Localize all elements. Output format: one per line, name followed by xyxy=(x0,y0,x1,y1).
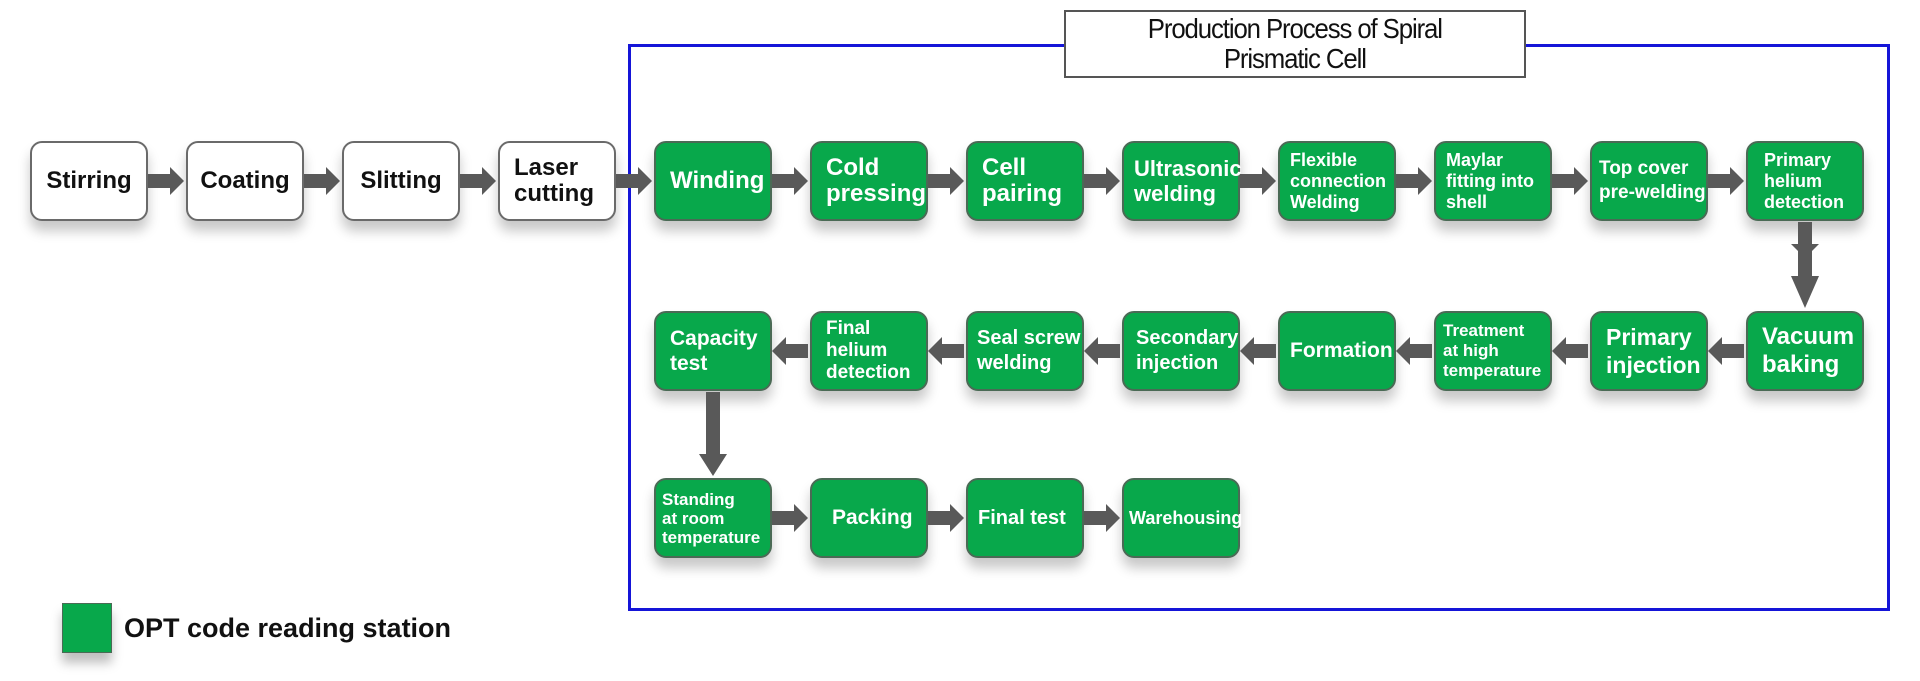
station-label: Flexible connection Welding xyxy=(1290,149,1387,212)
station-final-helium-detection: Final helium detection xyxy=(810,311,928,391)
station-top-cover-pre-welding: Top cover pre-welding xyxy=(1590,141,1708,221)
station-label: Seal screw welding xyxy=(977,327,1081,374)
station-label: Vacuum baking xyxy=(1762,323,1855,378)
step-stirring: Stirring xyxy=(30,141,148,221)
station-label: Secondary injection xyxy=(1136,327,1239,374)
legend-label: OPT code reading station xyxy=(124,613,452,643)
station-label: Standing at room temperature xyxy=(662,489,761,547)
station-label: Final test xyxy=(978,507,1066,529)
station-label: Capacity test xyxy=(670,327,758,375)
arrow-right-icon xyxy=(148,167,184,195)
diagram-title: Production Process of Spiral Prismatic C… xyxy=(1064,10,1526,78)
station-treatment-high-temperature: Treatment at high temperature xyxy=(1434,311,1552,391)
station-label: Primary injection xyxy=(1606,324,1701,378)
arrow-right-icon xyxy=(304,167,340,195)
station-ultrasonic-welding: Ultrasonic welding xyxy=(1122,141,1242,221)
step-slitting: Slitting xyxy=(342,141,460,221)
station-label: Cell pairing xyxy=(982,154,1063,207)
station-final-test: Final test xyxy=(966,478,1084,558)
station-warehousing: Warehousing xyxy=(1122,478,1243,558)
station-label: Treatment at high temperature xyxy=(1443,321,1542,380)
station-label: Final helium detection xyxy=(826,318,911,383)
step-label: Slitting xyxy=(360,167,442,194)
station-secondary-injection: Secondary injection xyxy=(1122,311,1240,391)
station-label: Primary helium detection xyxy=(1764,149,1845,212)
legend-green-square-icon xyxy=(62,603,112,653)
station-cell-pairing: Cell pairing xyxy=(966,141,1084,221)
station-primary-helium-detection: Primary helium detection xyxy=(1746,141,1864,221)
station-vacuum-baking: Vacuum baking xyxy=(1746,311,1864,391)
station-winding: Winding xyxy=(654,141,772,221)
station-primary-injection: Primary injection xyxy=(1590,311,1708,391)
station-label: Cold pressing xyxy=(826,154,927,207)
station-label: Packing xyxy=(832,506,913,529)
station-label: Warehousing xyxy=(1129,508,1243,528)
step-label: Coating xyxy=(200,167,290,194)
station-capacity-test: Capacity test xyxy=(654,311,772,391)
station-cold-pressing: Cold pressing xyxy=(810,141,928,221)
station-maylar-fitting: Maylar fitting into shell xyxy=(1434,141,1552,221)
arrow-right-icon xyxy=(460,167,496,195)
step-coating: Coating xyxy=(186,141,304,221)
station-label: Formation xyxy=(1290,339,1393,362)
step-label: Laser cutting xyxy=(514,154,594,207)
station-label: Maylar fitting into shell xyxy=(1446,149,1534,212)
station-formation: Formation xyxy=(1278,311,1396,391)
diagram-title-text: Production Process of Spiral Prismatic C… xyxy=(1147,13,1443,74)
station-packing: Packing xyxy=(810,478,928,558)
station-standing-room-temperature: Standing at room temperature xyxy=(654,478,772,558)
station-label: Winding xyxy=(670,167,765,194)
step-laser-cutting: Laser cutting xyxy=(498,141,616,221)
station-label: Ultrasonic welding xyxy=(1134,156,1242,206)
station-label: Top cover pre-welding xyxy=(1599,158,1706,203)
step-label: Stirring xyxy=(46,167,132,194)
station-flexible-connection-welding: Flexible connection Welding xyxy=(1278,141,1396,221)
station-seal-screw-welding: Seal screw welding xyxy=(966,311,1084,391)
